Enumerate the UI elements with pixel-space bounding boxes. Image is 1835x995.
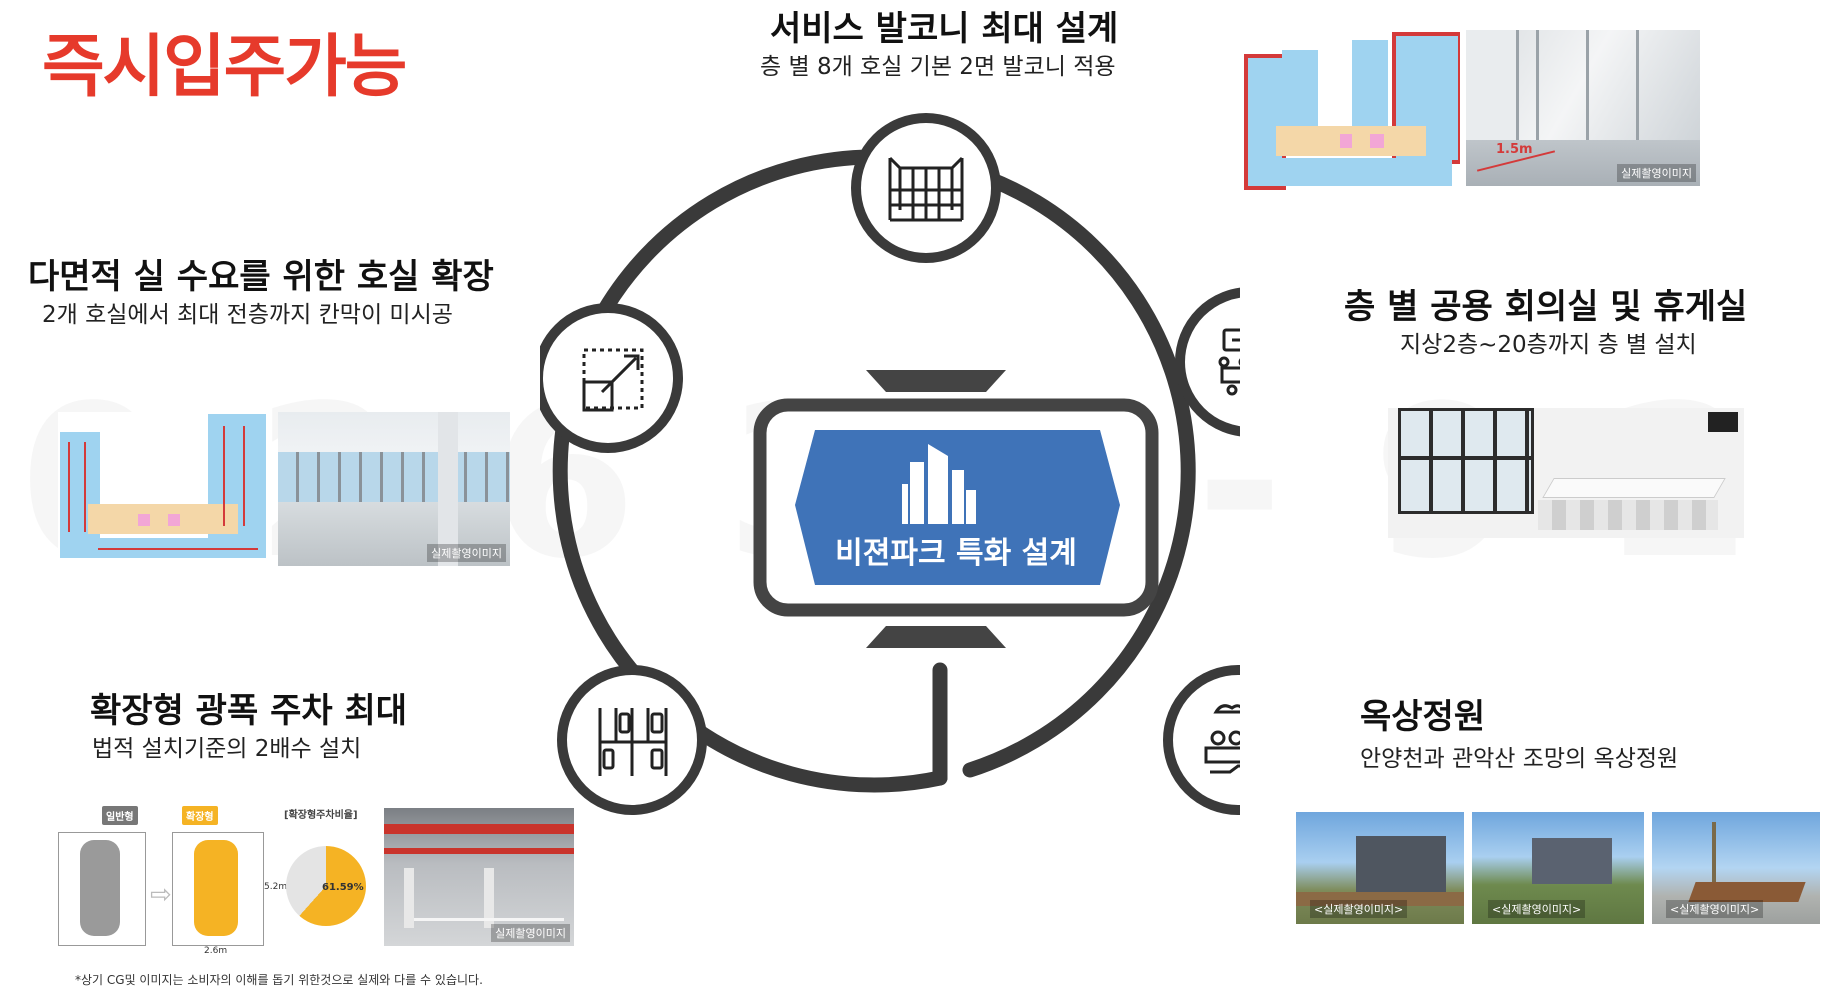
meeting-title: 층 별 공용 회의실 및 휴게실 (1344, 287, 1748, 327)
rooftop-photo-3: <실제촬영이미지> (1652, 812, 1820, 924)
ratio-value: 61.59% (322, 882, 364, 893)
expansion-photo: 실제촬영이미지 (278, 412, 510, 566)
wide-slot (172, 832, 264, 946)
parking-photo: 실제촬영이미지 (384, 808, 574, 946)
meeting-subtitle: 지상2층~20층까지 층 별 설치 (1400, 332, 1697, 358)
footnote: *상기 CG및 이미지는 소비자의 이해를 돕기 위한것으로 실제와 다를 수 … (75, 973, 483, 987)
wide-width: 2.6m (204, 946, 228, 954)
ratio-label: [확장형주차비율] (284, 810, 358, 821)
expansion-title: 다면적 실 수요를 위한 호실 확장 (28, 257, 494, 297)
center-label: 비젼파크 특화 설계 (835, 536, 1077, 571)
parking-icon (598, 708, 668, 776)
ratio-pie (286, 846, 366, 926)
balcony-subtitle: 층 별 8개 호실 기본 2면 발코니 적용 (760, 54, 1116, 80)
rooftop-caption-2: <실제촬영이미지> (1488, 900, 1586, 918)
node-rooftop (1163, 665, 1240, 815)
node-balcony (851, 113, 1001, 263)
expand-icon (582, 348, 644, 412)
wide-car (194, 840, 238, 936)
parking-photo-caption: 실제촬영이미지 (491, 924, 570, 942)
wide-length: 5.2m (264, 882, 288, 892)
parking-title: 확장형 광폭 주차 최대 (90, 691, 408, 731)
page-title: 즉시입주가능 (42, 28, 407, 107)
node-parking (557, 665, 707, 815)
balcony-floor-plan (1242, 30, 1460, 190)
balcony-title: 서비스 발코니 최대 설계 (770, 9, 1119, 49)
expansion-floor-plan (58, 412, 270, 562)
balcony-photo-caption: 실제촬영이미지 (1617, 164, 1696, 182)
expansion-photo-caption: 실제촬영이미지 (427, 544, 506, 562)
building-icon (902, 444, 976, 524)
arrow-icon: ⇨ (150, 880, 172, 910)
normal-slot (58, 832, 146, 946)
balcony-measure-label: 1.5m (1496, 142, 1533, 157)
expansion-subtitle: 2개 호실에서 최대 전층까지 칸막이 미시공 (42, 302, 453, 328)
rooftop-caption-3: <실제촬영이미지> (1666, 900, 1764, 918)
rooftop-garden-icon (1204, 704, 1240, 774)
emblem-top-tab (866, 370, 1006, 392)
rooftop-photo-1: <실제촬영이미지> (1296, 812, 1464, 924)
rooftop-subtitle: 안양천과 관악산 조망의 옥상정원 (1360, 746, 1679, 772)
normal-car (80, 840, 120, 936)
rooftop-caption-1: <실제촬영이미지> (1310, 900, 1408, 918)
tag-wide: 확장형 (182, 806, 218, 825)
emblem-bottom-tab (866, 626, 1006, 648)
rooftop-title: 옥상정원 (1360, 697, 1486, 737)
meeting-room-icon (1218, 328, 1240, 396)
balcony-photo: 1.5m 실제촬영이미지 (1466, 30, 1700, 186)
parking-subtitle: 법적 설치기준의 2배수 설치 (92, 736, 362, 762)
parking-diagram: 일반형 확장형 ⇨ 5.2m 2.6m [확장형주차비율] 61.59% (54, 804, 372, 954)
balcony-icon (888, 156, 964, 222)
tag-normal: 일반형 (102, 806, 138, 825)
node-meeting (1175, 287, 1240, 437)
feature-diagram (540, 113, 1240, 815)
meeting-photo (1388, 408, 1744, 538)
node-expansion (540, 303, 683, 453)
rooftop-photo-2: <실제촬영이미지> (1472, 812, 1644, 924)
